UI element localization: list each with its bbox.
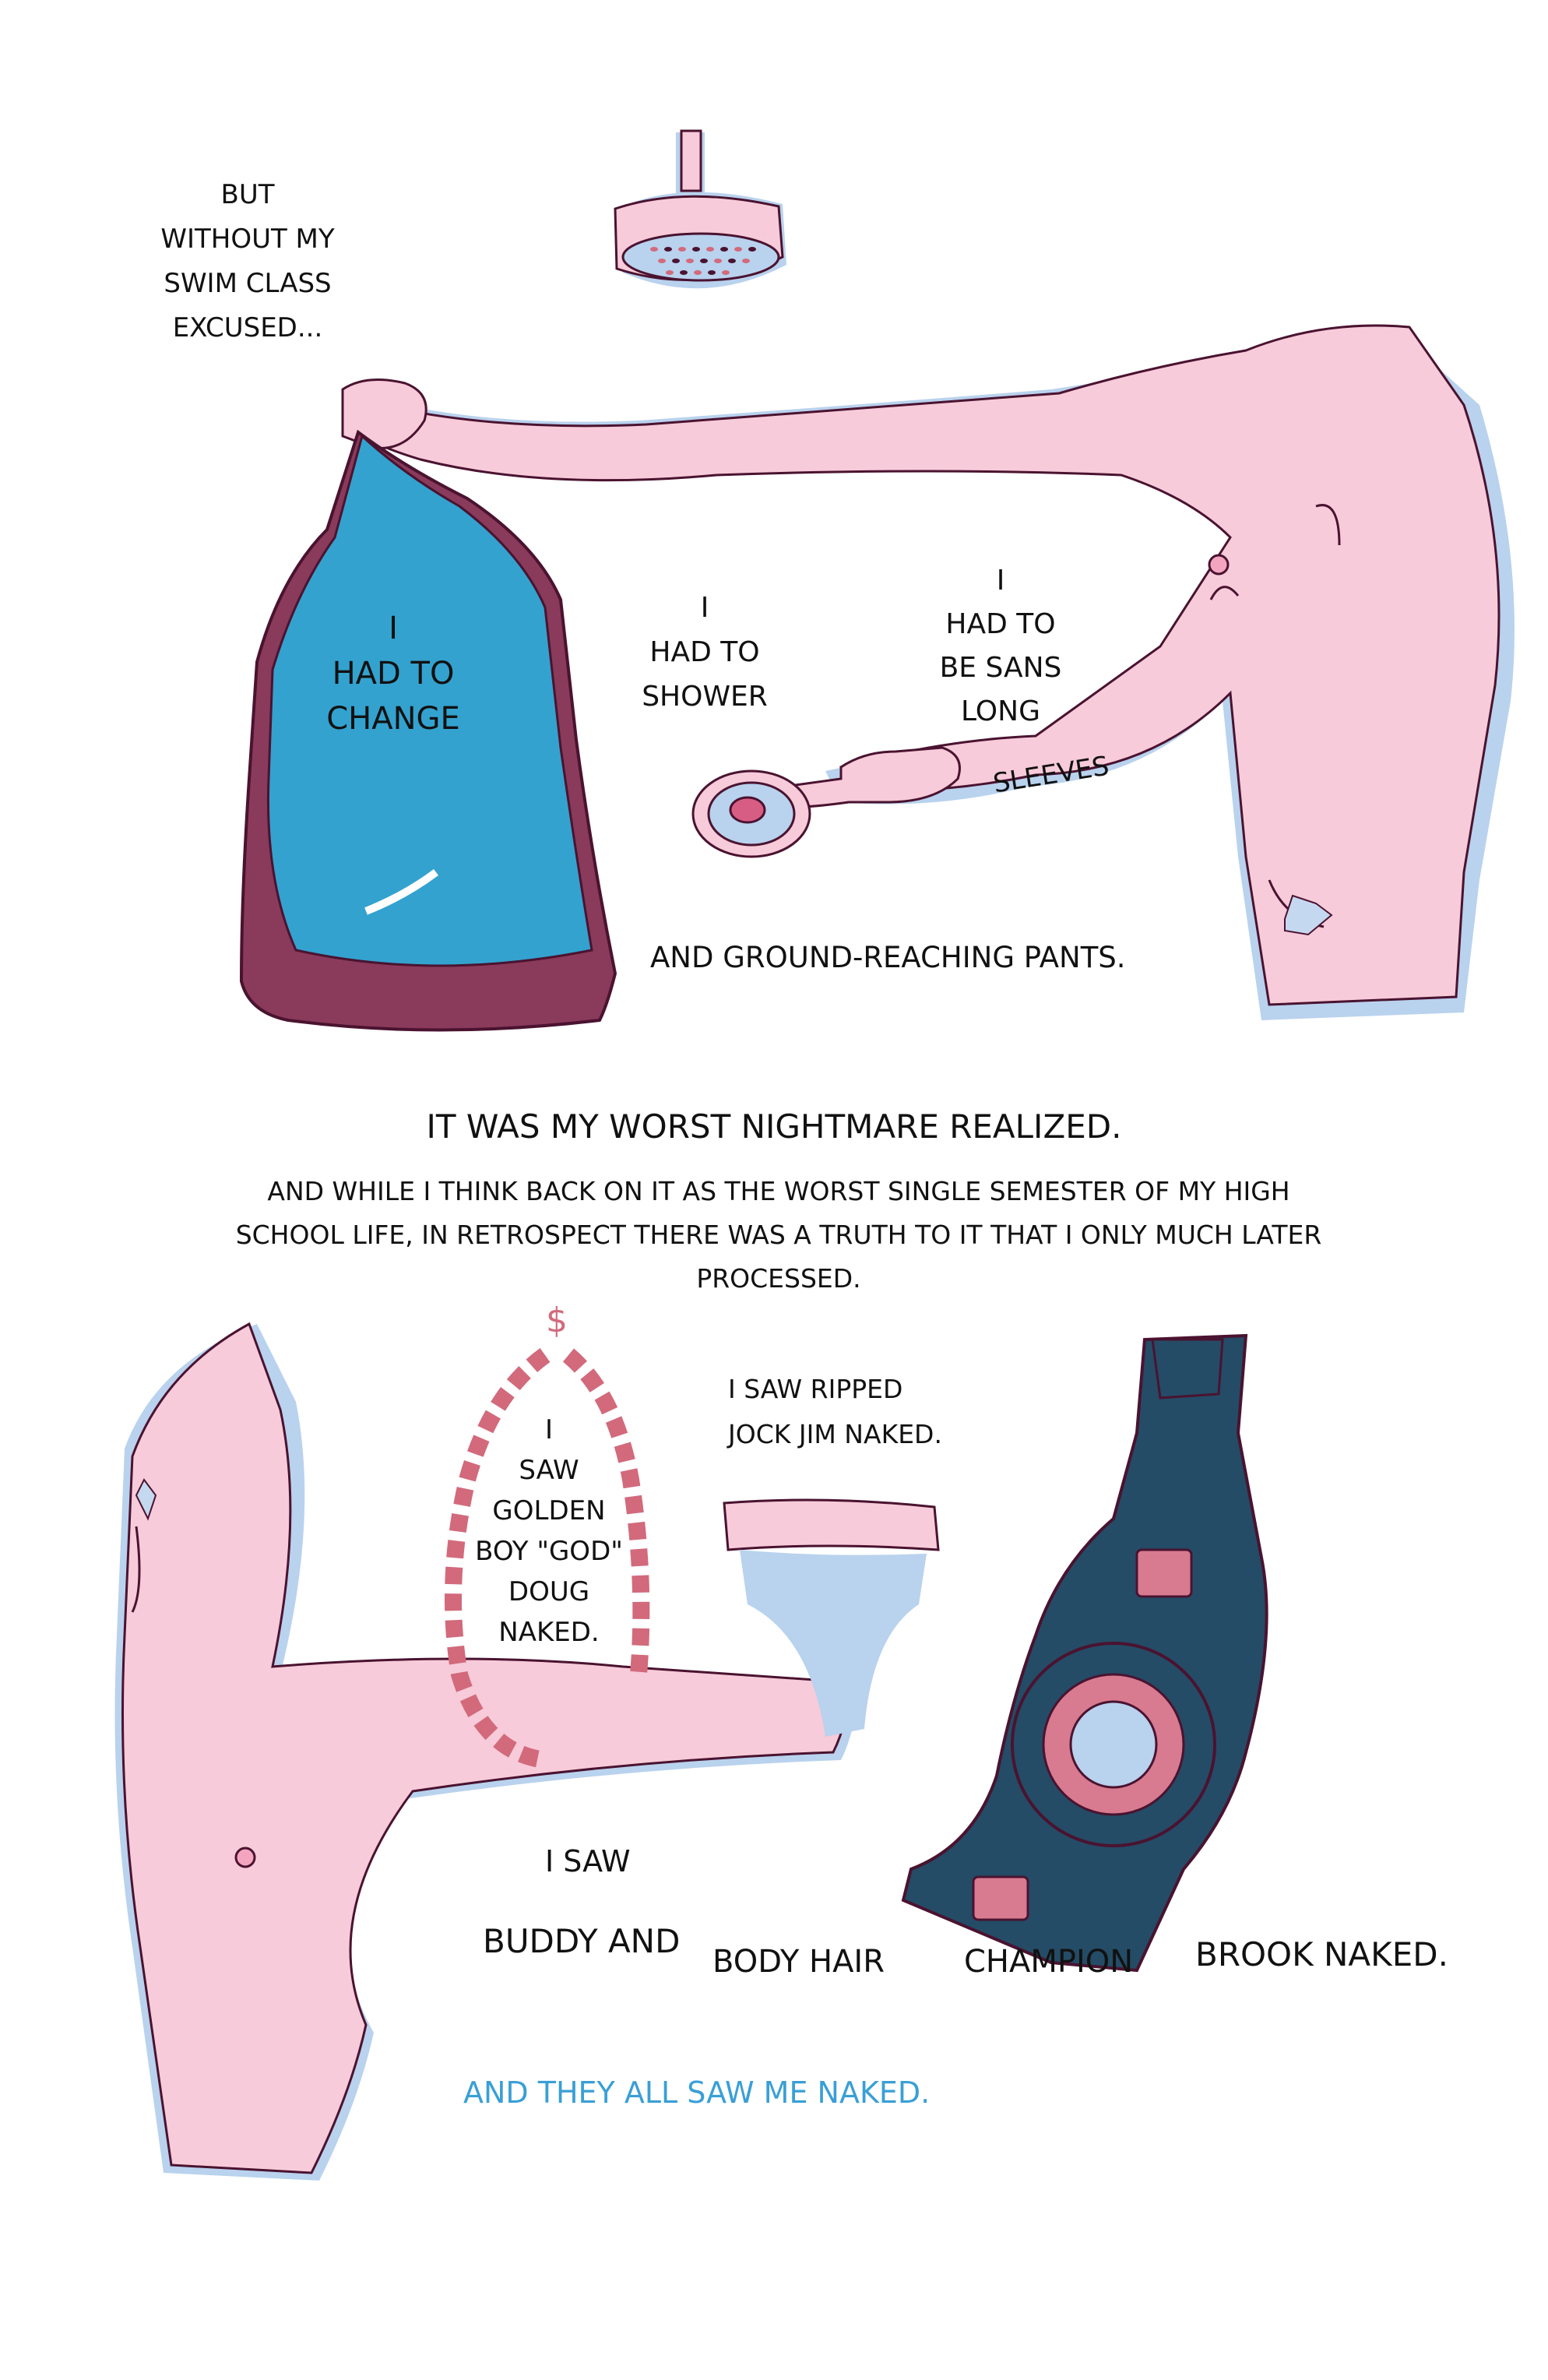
hoodie-icon xyxy=(239,429,617,1032)
shower-hole xyxy=(742,259,750,263)
shower-hole xyxy=(686,259,694,263)
shower-hole xyxy=(734,247,742,252)
shower-hole xyxy=(728,259,736,263)
shower-hole xyxy=(680,270,688,275)
shower-hole xyxy=(700,259,708,263)
brook-caption: BROOK NAKED. xyxy=(1195,1935,1448,1973)
chain-necklace-icon: $ xyxy=(445,1301,650,1769)
narration-body: AND WHILE I THINK BACK ON IT AS THE WORS… xyxy=(235,1176,1322,1294)
i-saw-caption: I SAW xyxy=(545,1844,631,1878)
shower-hole xyxy=(666,270,674,275)
doug-caption: I SAW GOLDEN BOY "GOD" DOUG NAKED. xyxy=(475,1414,623,1648)
shower-hole xyxy=(658,259,666,263)
sleeves-caption: I HAD TO BE SANS LONG xyxy=(939,565,1062,727)
shower-hole xyxy=(672,259,680,263)
pants-caption: AND GROUND-REACHING PANTS. xyxy=(650,941,1126,974)
shower-hole xyxy=(650,247,658,252)
shower-head-icon xyxy=(614,129,786,289)
jim-caption: I SAW RIPPED JOCK JIM NAKED. xyxy=(728,1374,942,1449)
shower-hole xyxy=(708,270,716,275)
jockstrap-icon xyxy=(723,1498,940,1737)
shower-hole xyxy=(664,247,672,252)
narration-headline: IT WAS MY WORST NIGHTMARE REALIZED. xyxy=(426,1107,1122,1146)
shower-hole xyxy=(748,247,756,252)
shower-hole xyxy=(720,247,728,252)
hoodie-caption: I HAD TO CHANGE xyxy=(326,611,460,737)
shower-caption: I HAD TO SHOWER xyxy=(642,592,768,713)
intro-caption: BUT WITHOUT MY SWIM CLASS EXCUSED... xyxy=(160,179,335,343)
arm-and-torso xyxy=(341,324,1515,1020)
champion-caption: CHAMPION xyxy=(964,1944,1134,1980)
shower-button-icon xyxy=(691,769,811,858)
body-hair-caption: BODY HAIR xyxy=(712,1944,885,1980)
svg-text:$: $ xyxy=(546,1301,568,1340)
left-torso xyxy=(114,1322,857,2181)
championship-belt-icon xyxy=(901,1333,1268,1973)
shower-hole xyxy=(722,270,730,275)
shower-hole xyxy=(694,270,702,275)
shower-hole xyxy=(678,247,686,252)
shower-hole xyxy=(692,247,700,252)
buddy-caption: BUDDY AND xyxy=(483,1922,681,1960)
final-caption: AND THEY ALL SAW ME NAKED. xyxy=(463,2075,931,2110)
shower-hole xyxy=(714,259,722,263)
shower-hole xyxy=(706,247,714,252)
